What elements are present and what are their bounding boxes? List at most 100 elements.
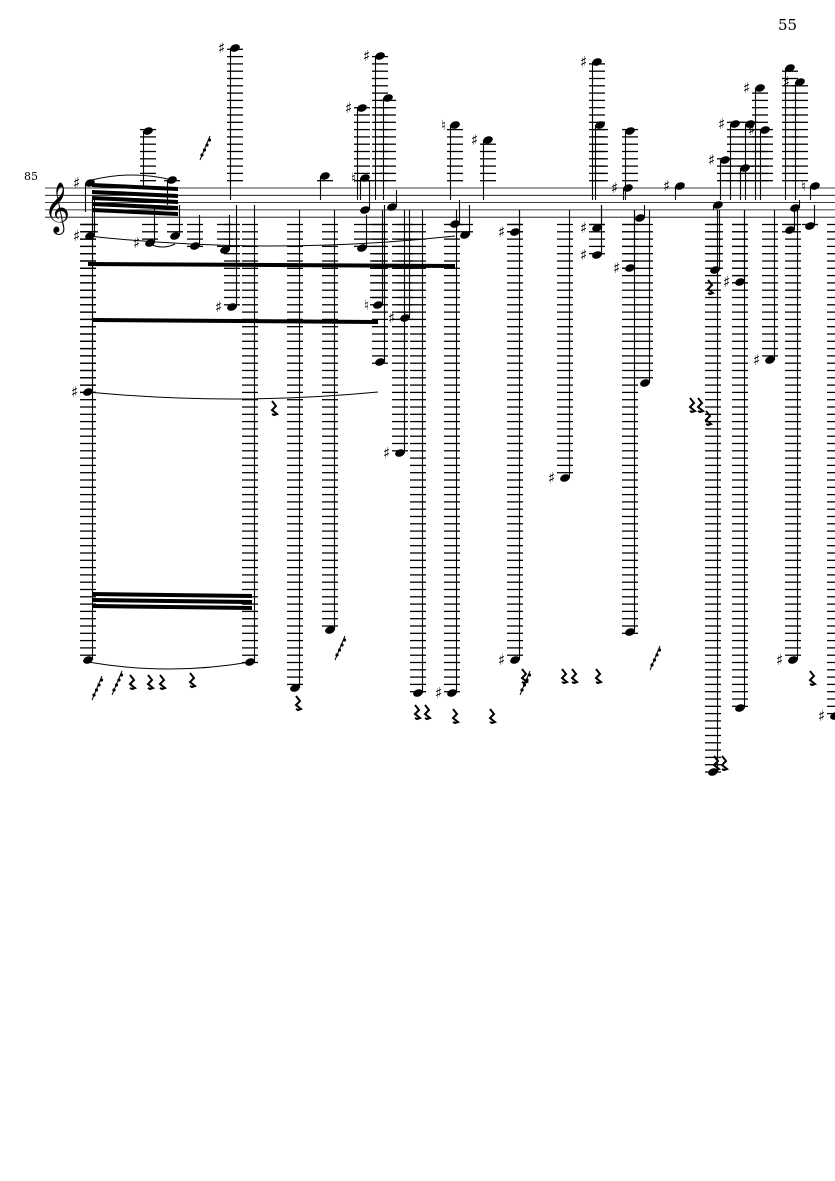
sharp-icon: ♯ <box>753 351 760 369</box>
quarter-rest-icon <box>560 668 570 685</box>
note-head <box>830 712 835 720</box>
slur <box>87 235 456 247</box>
sharp-icon: ♯ <box>723 273 730 291</box>
note: ♯ <box>471 131 496 200</box>
note-head <box>640 379 650 387</box>
note <box>360 180 371 214</box>
quarter-rest-icon <box>696 397 706 414</box>
note: ♯ <box>218 39 243 200</box>
note <box>167 205 183 240</box>
note: ♯ <box>215 205 240 316</box>
beam <box>92 190 178 198</box>
note: ♯ <box>548 210 573 487</box>
natural-icon: ♮ <box>351 171 356 187</box>
slur <box>87 661 251 670</box>
note: ♯ <box>776 210 801 669</box>
grace-note-head <box>117 678 121 682</box>
grace-note-head <box>657 648 662 652</box>
quarter-rest-icon <box>128 674 138 691</box>
note <box>217 215 233 254</box>
note <box>242 205 258 666</box>
slur <box>91 174 173 181</box>
page-number: 55 <box>778 16 798 34</box>
sharp-icon: ♯ <box>215 298 222 316</box>
note <box>737 164 753 200</box>
sharp-icon: ♯ <box>580 219 587 237</box>
sharp-icon: ♯ <box>580 53 587 71</box>
grace-note-head <box>655 653 659 657</box>
note: ♯ <box>611 179 633 200</box>
note-head <box>765 356 775 364</box>
note <box>637 210 653 387</box>
note-head <box>755 84 765 92</box>
beam <box>92 592 252 598</box>
quarter-rest-icon <box>520 668 530 685</box>
grace-note-head <box>97 683 101 687</box>
note <box>140 127 156 188</box>
sharp-icon: ♯ <box>71 383 78 401</box>
sharp-icon: ♯ <box>363 47 370 65</box>
note-head <box>290 684 300 692</box>
quarter-rest-icon <box>570 668 580 685</box>
grace-note-head <box>99 678 104 682</box>
sharp-icon: ♯ <box>388 309 395 327</box>
note-head <box>810 182 820 190</box>
note <box>705 210 721 776</box>
natural-icon: ♮ <box>441 118 446 134</box>
note-head <box>592 224 602 232</box>
grace-note-head <box>202 148 207 152</box>
quarter-rest-icon <box>451 708 461 725</box>
note <box>802 205 818 230</box>
note-head <box>713 201 723 209</box>
beam <box>92 604 252 610</box>
note: ♯ <box>383 210 408 462</box>
note-head <box>510 656 520 664</box>
note: ♮ <box>441 118 463 200</box>
grace-note-head <box>207 138 212 142</box>
note-head <box>720 156 730 164</box>
grace-note-head <box>94 688 99 692</box>
note <box>380 94 396 200</box>
note: ♯ <box>718 115 743 200</box>
grace-note-head <box>650 663 654 667</box>
note <box>707 210 723 274</box>
note-head <box>483 136 493 144</box>
quarter-rest-icon <box>188 672 198 689</box>
note-head <box>450 121 460 129</box>
note-head <box>360 174 370 182</box>
grace-note-head <box>340 643 344 647</box>
sharp-icon: ♯ <box>708 151 715 169</box>
quarter-rest-icon <box>158 674 168 691</box>
note <box>387 190 398 211</box>
note <box>712 201 723 210</box>
note <box>592 121 608 200</box>
beam <box>92 196 178 204</box>
sharp-icon: ♯ <box>748 121 755 139</box>
note: ♯ <box>345 99 370 200</box>
note: ♯ <box>748 121 773 200</box>
sharp-icon: ♯ <box>73 227 80 245</box>
quarter-rest-icon <box>808 670 818 687</box>
note: ♯ <box>498 210 523 241</box>
sharp-icon: ♯ <box>383 444 390 462</box>
treble-clef-icon: 𝄞 <box>44 182 70 235</box>
grace-note-head <box>335 653 339 657</box>
note-head <box>375 358 385 366</box>
note-head <box>170 232 180 240</box>
sharp-icon: ♯ <box>218 39 225 57</box>
sharp-icon: ♯ <box>718 115 725 133</box>
beams <box>87 174 456 670</box>
note-head <box>595 121 605 129</box>
grace-note-head <box>114 683 119 687</box>
note-head <box>360 206 370 214</box>
note <box>622 210 638 636</box>
note: ♮ <box>364 210 386 314</box>
note <box>354 215 370 252</box>
note-head <box>320 172 330 180</box>
note <box>322 210 338 634</box>
note: ♯ <box>818 223 835 725</box>
note: ♯ <box>753 210 778 369</box>
note: ♮ <box>351 171 373 200</box>
grace-note-head <box>652 658 657 662</box>
quarter-rest-icon <box>594 668 604 685</box>
